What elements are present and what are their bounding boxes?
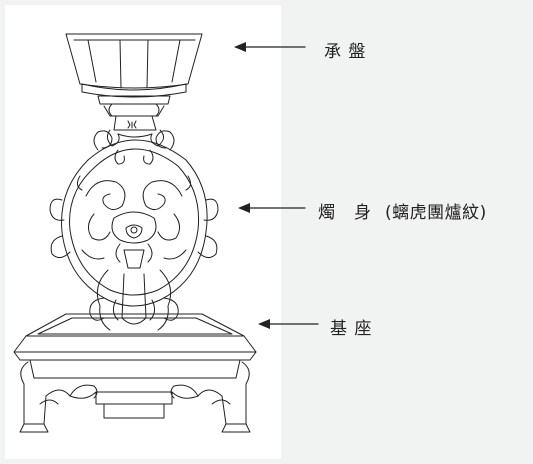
illustration-panel	[5, 5, 281, 459]
candle-body	[49, 130, 219, 307]
base	[13, 313, 257, 433]
neck	[106, 115, 164, 147]
label-top-tray: 承 盤	[324, 42, 367, 62]
body-legs	[89, 269, 179, 331]
arrow-top-icon	[234, 42, 306, 52]
top-tray	[65, 33, 203, 117]
label-candle-body-note: (螭虎團爐紋)	[385, 203, 487, 223]
arrow-bottom-icon	[258, 319, 319, 329]
arrow-middle-icon	[238, 203, 306, 213]
label-candle-body: 燭 身	[318, 203, 372, 223]
label-base: 基 座	[330, 319, 373, 339]
